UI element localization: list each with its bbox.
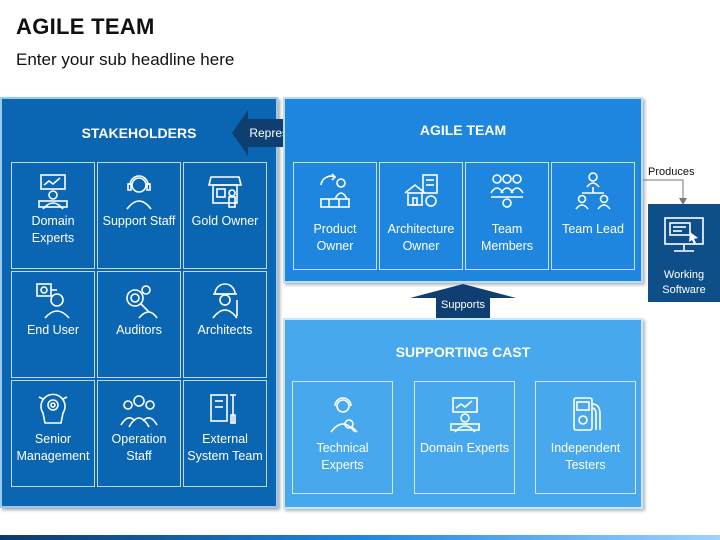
stakeholder-label: External System Team — [187, 432, 263, 463]
working-software-label: Working Software — [662, 269, 706, 296]
support-label: Technical Experts — [316, 441, 369, 472]
agile-team-title: AGILE TEAM — [419, 122, 507, 138]
supports-label: Supports — [440, 299, 486, 311]
agile-member-label: Team Members — [480, 222, 534, 253]
agile-team-panel: AGILE TEAM Product Owner Architecture Ow… — [283, 97, 643, 283]
stakeholder-gold-owner[interactable]: Gold Owner — [183, 162, 267, 269]
agile-member-label: Architecture Owner — [387, 222, 455, 253]
agile-member-label: Team Lead — [562, 222, 624, 236]
stakeholder-architects[interactable]: Architects — [183, 271, 267, 378]
supports-arrow — [410, 284, 516, 318]
produces-connector — [643, 179, 687, 205]
domain-expert-icon — [12, 171, 94, 211]
headset-icon — [98, 171, 180, 211]
hard-hat-icon — [184, 280, 266, 320]
stakeholder-domain-experts[interactable]: Domain Experts — [11, 162, 95, 269]
working-software-box: Working Software — [648, 204, 720, 302]
stakeholder-label: Auditors — [116, 323, 162, 337]
produces-label: Produces — [648, 166, 695, 178]
support-technical-experts[interactable]: Technical Experts — [292, 381, 393, 494]
agile-team-lead[interactable]: Team Lead — [551, 162, 635, 270]
domain-expert-icon — [415, 394, 514, 434]
agile-member-label: Product Owner — [313, 222, 357, 253]
stakeholder-operation-staff[interactable]: Operation Staff — [97, 380, 181, 487]
store-owner-icon — [184, 171, 266, 211]
supporting-cast-title: SUPPORTING CAST — [395, 344, 531, 360]
product-owner-icon — [294, 171, 376, 211]
stakeholder-label: Domain Experts — [31, 214, 75, 245]
technical-expert-icon — [293, 394, 392, 434]
support-label: Domain Experts — [420, 441, 509, 455]
stakeholder-end-user[interactable]: End User — [11, 271, 95, 378]
agile-product-owner[interactable]: Product Owner — [293, 162, 377, 270]
stakeholder-support-staff[interactable]: Support Staff — [97, 162, 181, 269]
agile-team-members[interactable]: Team Members — [465, 162, 549, 270]
team-icon — [98, 389, 180, 429]
stakeholder-label: Senior Management — [16, 432, 90, 463]
brain-gear-icon — [12, 389, 94, 429]
supporting-cast-panel: SUPPORTING CAST Technical Experts Domain… — [283, 318, 643, 509]
stakeholder-label: Operation Staff — [111, 432, 167, 463]
page-subtitle: Enter your sub headline here — [16, 50, 235, 69]
stakeholders-title: STAKEHOLDERS — [81, 125, 197, 141]
stakeholder-label: Architects — [197, 323, 253, 337]
stakeholder-auditors[interactable]: Auditors — [97, 271, 181, 378]
end-user-icon — [12, 280, 94, 320]
support-independent-testers[interactable]: Independent Testers — [535, 381, 636, 494]
bottom-accent-bar — [0, 535, 720, 540]
agile-architecture-owner[interactable]: Architecture Owner — [379, 162, 463, 270]
team-members-icon — [466, 171, 548, 211]
stakeholder-label: Support Staff — [102, 214, 176, 228]
page-title: AGILE TEAM — [16, 14, 155, 39]
stakeholders-panel: STAKEHOLDERS Domain Experts Support Staf… — [0, 97, 278, 508]
magnifier-person-icon — [98, 280, 180, 320]
stakeholder-senior-management[interactable]: Senior Management — [11, 380, 95, 487]
support-domain-experts[interactable]: Domain Experts — [414, 381, 515, 494]
tools-icon — [184, 389, 266, 429]
stakeholder-label: Gold Owner — [191, 214, 259, 228]
support-label: Independent Testers — [550, 441, 621, 472]
stakeholder-external-system-team[interactable]: External System Team — [183, 380, 267, 487]
stakeholder-label: End User — [26, 323, 80, 337]
monitor-icon — [662, 214, 706, 263]
blueprint-icon — [380, 171, 462, 211]
tester-icon — [536, 394, 635, 434]
hierarchy-icon — [552, 171, 634, 211]
